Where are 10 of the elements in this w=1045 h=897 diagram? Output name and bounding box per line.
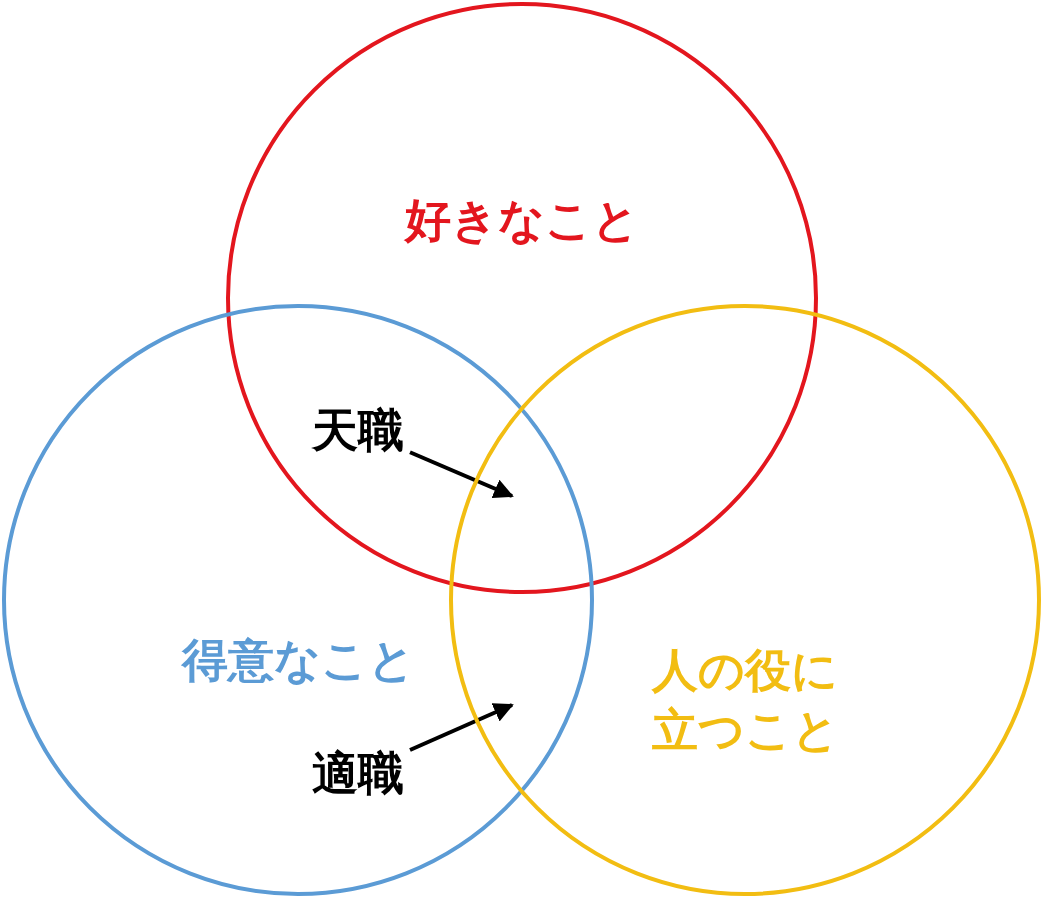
circle-label: 得意なこと (180, 632, 416, 689)
circle-label: 好きなこと (403, 192, 640, 249)
venn-circle (226, 2, 818, 594)
circle-label: 人の役に立つこと (650, 642, 840, 759)
venn-circle (449, 304, 1041, 896)
leader-arrow (409, 450, 514, 499)
leader-arrow (409, 703, 514, 752)
callout-label: 天職 (312, 402, 404, 458)
callout-label: 適職 (312, 745, 404, 801)
venn-circle (2, 304, 594, 896)
